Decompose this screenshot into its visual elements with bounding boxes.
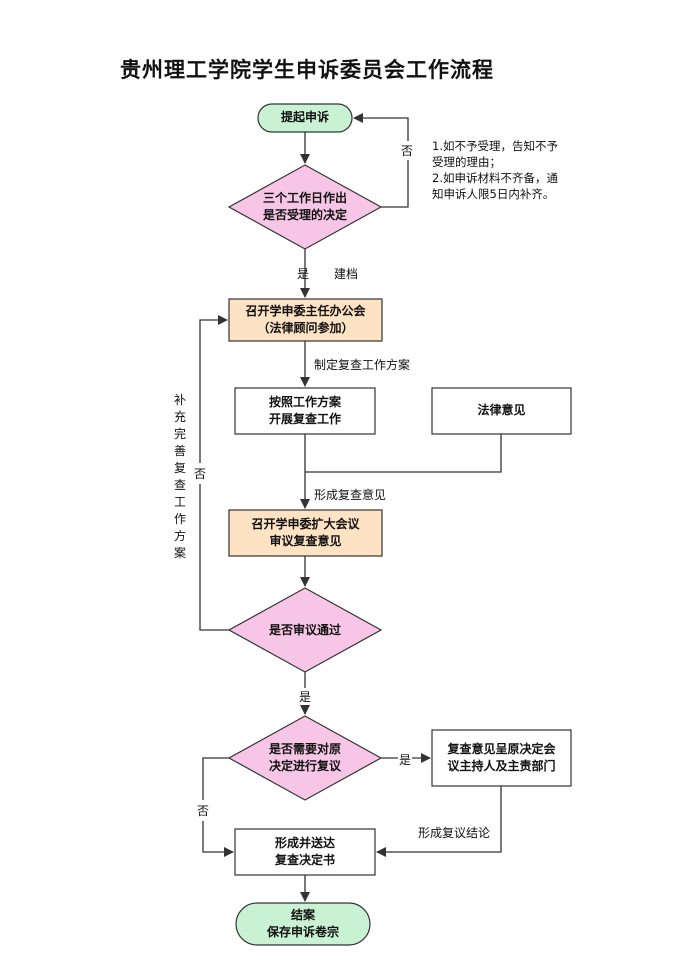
director-meeting-node [228, 298, 383, 342]
edge-label-yes-approval: 是 [299, 688, 312, 705]
extended-meeting-label: 召开学申委扩大会议 审议复查意见 [251, 517, 360, 548]
accept-decision-label: 三个工作日作出 是否受理的决定 [262, 191, 347, 222]
approval-decision-label: 是否审议通过 [268, 623, 341, 637]
report-node [431, 729, 572, 787]
legal-opinion-label: 法律意见 [477, 403, 526, 417]
start-label: 提起申诉 [280, 110, 329, 124]
edge-label-make-plan: 制定复查工作方案 [314, 358, 411, 372]
edge-label-no-approval: 否 [194, 463, 207, 484]
edge-label-supplement-plan: 补充完善复查工作方案 [173, 393, 186, 560]
page-title: 贵州理工学院学生申诉委员会工作流程 [120, 58, 494, 82]
arrow-decision1-no-loop [353, 113, 409, 208]
edge-label-form-conclusion: 形成复议结论 [418, 826, 491, 840]
report-label: 复查意见呈原决定会 议主持人及主责部门 [447, 742, 556, 773]
edge-label-yes-reconsider: 是 [398, 751, 413, 768]
line-legal-to-main [305, 434, 502, 473]
reconsideration-decision-label: 是否需要对原 决定进行复议 [268, 742, 341, 773]
edge-label-archive: 建档 [334, 267, 359, 281]
end-label: 结案 保存申诉卷宗 [266, 908, 339, 939]
edge-label-yes-accept: 是 [297, 267, 310, 281]
edge-label-no-reconsider: 否 [197, 800, 210, 821]
rejection-note: 1.如不予受理，告知不予 受理的理由； 2.如申诉材料不齐备，通 知申诉人限5日… [432, 139, 558, 201]
extended-meeting-node [228, 509, 383, 557]
arrow-report-to-document [376, 786, 502, 857]
review-work-label: 按照工作方案 开展复查工作 [268, 395, 341, 426]
end-node [235, 902, 371, 946]
director-meeting-label: 召开学申委主任办公会 （法律顾问参加） [245, 304, 366, 335]
edge-label-no-accept: 否 [401, 141, 414, 160]
review-work-node [234, 387, 376, 435]
reconsideration-decision-node [227, 715, 383, 801]
decision-document-label: 形成并送达 复查决定书 [274, 836, 335, 867]
decision-document-node [234, 828, 376, 876]
edge-label-form-opinion: 形成复查意见 [314, 488, 387, 502]
